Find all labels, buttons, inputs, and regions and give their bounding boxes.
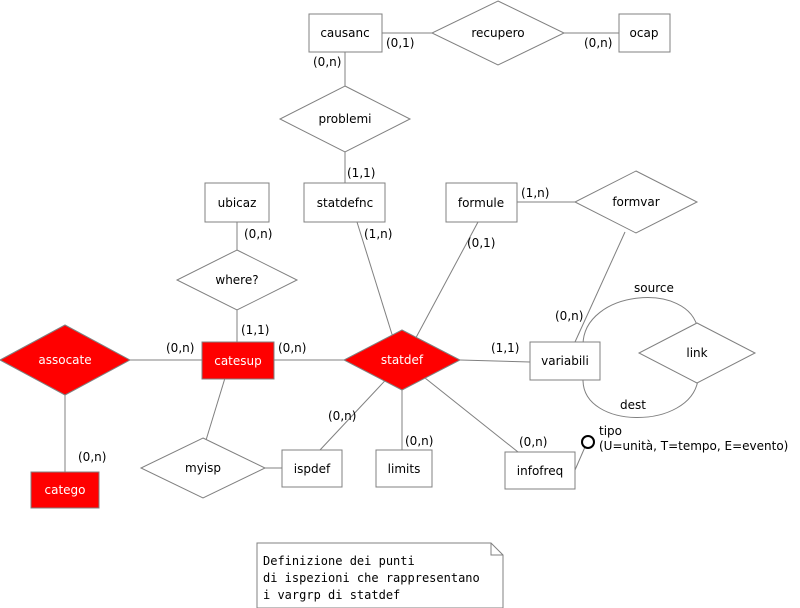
entity-ocap-label: ocap xyxy=(630,26,659,40)
entity-ubicaz-label: ubicaz xyxy=(218,196,257,210)
line-statdef-variabili xyxy=(459,359,531,363)
relationship-formvar-label: formvar xyxy=(612,195,659,209)
card-formule-formvar: (1,n) xyxy=(521,186,549,200)
card-catesup-assocate: (0,n) xyxy=(166,341,194,355)
card-variabili-statdef: (1,1) xyxy=(491,341,519,355)
relationship-statdef[interactable]: statdef xyxy=(342,329,462,391)
card-limits-statdef: (0,n) xyxy=(405,434,433,448)
entity-variabili[interactable]: variabili xyxy=(529,341,601,381)
line-statdef-ispdef xyxy=(319,369,396,451)
line-catesup-myisp xyxy=(202,377,226,451)
relationship-recupero-label: recupero xyxy=(471,26,524,40)
entity-limits-label: limits xyxy=(388,462,421,476)
arc-source xyxy=(582,297,699,346)
card-ubicaz-where: (0,n) xyxy=(244,227,272,241)
entity-ispdef-label: ispdef xyxy=(294,462,331,476)
card-causanc-problemi: (0,n) xyxy=(313,55,341,69)
note: Definizione dei punti di ispezioni che r… xyxy=(256,542,504,608)
relationships: recupero problemi formvar where? assocat… xyxy=(0,0,757,499)
entity-ocap[interactable]: ocap xyxy=(618,13,671,53)
entity-formule-label: formule xyxy=(458,196,504,210)
role-source-label: source xyxy=(634,281,674,295)
attribute-tipo-values: (U=unità, T=tempo, E=evento) xyxy=(599,439,788,453)
entity-ispdef[interactable]: ispdef xyxy=(281,449,343,488)
card-catesup-statdef: (0,n) xyxy=(278,341,306,355)
card-ispdef-statdef: (0,n) xyxy=(328,409,356,423)
note-line-2: di ispezioni che rappresentano xyxy=(263,571,480,585)
connection-lines xyxy=(64,32,699,472)
cardinalities: (0,1) (0,n) (0,n) (1,1) (1,n) (0,n) (1,n… xyxy=(78,36,612,464)
relationship-problemi[interactable]: problemi xyxy=(278,85,412,153)
card-formule-statdef: (0,1) xyxy=(467,236,495,250)
card-causanc-recupero: (0,1) xyxy=(386,36,414,50)
relationship-assocate-label: assocate xyxy=(38,353,91,367)
line-statdef-infofreq xyxy=(414,369,519,453)
note-line-1: Definizione dei punti xyxy=(263,554,415,568)
relationship-formvar[interactable]: formvar xyxy=(573,170,699,234)
line-infofreq-tipo xyxy=(574,446,586,471)
relationship-link-label: link xyxy=(686,346,707,360)
note-fold xyxy=(490,543,503,556)
relationship-where[interactable]: where? xyxy=(175,249,299,311)
card-catego-assocate: (0,n) xyxy=(78,450,106,464)
attribute-tipo-name: tipo xyxy=(599,424,622,438)
entity-statdefnc-label: statdefnc xyxy=(317,196,373,210)
relationship-myisp-label: myisp xyxy=(185,461,221,475)
note-shape[interactable] xyxy=(256,542,504,608)
entity-catego[interactable]: catego xyxy=(30,471,100,509)
note-line-3: i vargrp di statdef xyxy=(263,588,400,602)
card-statdefnc-problemi: (1,1) xyxy=(347,166,375,180)
relationship-problemi-label: problemi xyxy=(319,112,372,126)
entities: causanc ocap statdefnc ubicaz formule ca… xyxy=(30,13,671,509)
entity-formule[interactable]: formule xyxy=(445,182,518,223)
entity-causanc[interactable]: causanc xyxy=(308,13,383,53)
entity-infofreq-label: infofreq xyxy=(517,464,563,478)
entity-limits[interactable]: limits xyxy=(375,449,433,488)
entity-catesup-label: catesup xyxy=(214,354,262,368)
card-variabili-formvar: (0,n) xyxy=(555,309,583,323)
card-catesup-where: (1,1) xyxy=(241,323,269,337)
role-dest-label: dest xyxy=(620,398,646,412)
entity-causanc-label: causanc xyxy=(320,26,369,40)
relationship-myisp[interactable]: myisp xyxy=(139,437,267,499)
entity-infofreq[interactable]: infofreq xyxy=(504,451,576,490)
card-ocap-recupero: (0,n) xyxy=(584,36,612,50)
relationship-where-label: where? xyxy=(215,273,258,287)
card-statdefnc-statdef: (1,n) xyxy=(364,227,392,241)
relationship-statdef-label: statdef xyxy=(381,353,424,367)
entity-catesup[interactable]: catesup xyxy=(201,341,275,380)
entity-catego-label: catego xyxy=(45,483,86,497)
card-infofreq-statdef: (0,n) xyxy=(519,435,547,449)
attribute-tipo: tipo (U=unità, T=tempo, E=evento) xyxy=(581,424,788,453)
relationship-recupero[interactable]: recupero xyxy=(430,0,566,66)
attribute-tipo-marker[interactable] xyxy=(581,435,595,449)
entity-statdefnc[interactable]: statdefnc xyxy=(303,182,386,223)
arc-dest xyxy=(582,379,699,418)
line-formvar-variabili xyxy=(574,231,626,343)
entity-ubicaz[interactable]: ubicaz xyxy=(204,182,270,223)
entity-variabili-label: variabili xyxy=(541,354,589,368)
relationship-link[interactable]: link xyxy=(637,322,757,384)
relationship-assocate[interactable]: assocate xyxy=(0,324,132,396)
